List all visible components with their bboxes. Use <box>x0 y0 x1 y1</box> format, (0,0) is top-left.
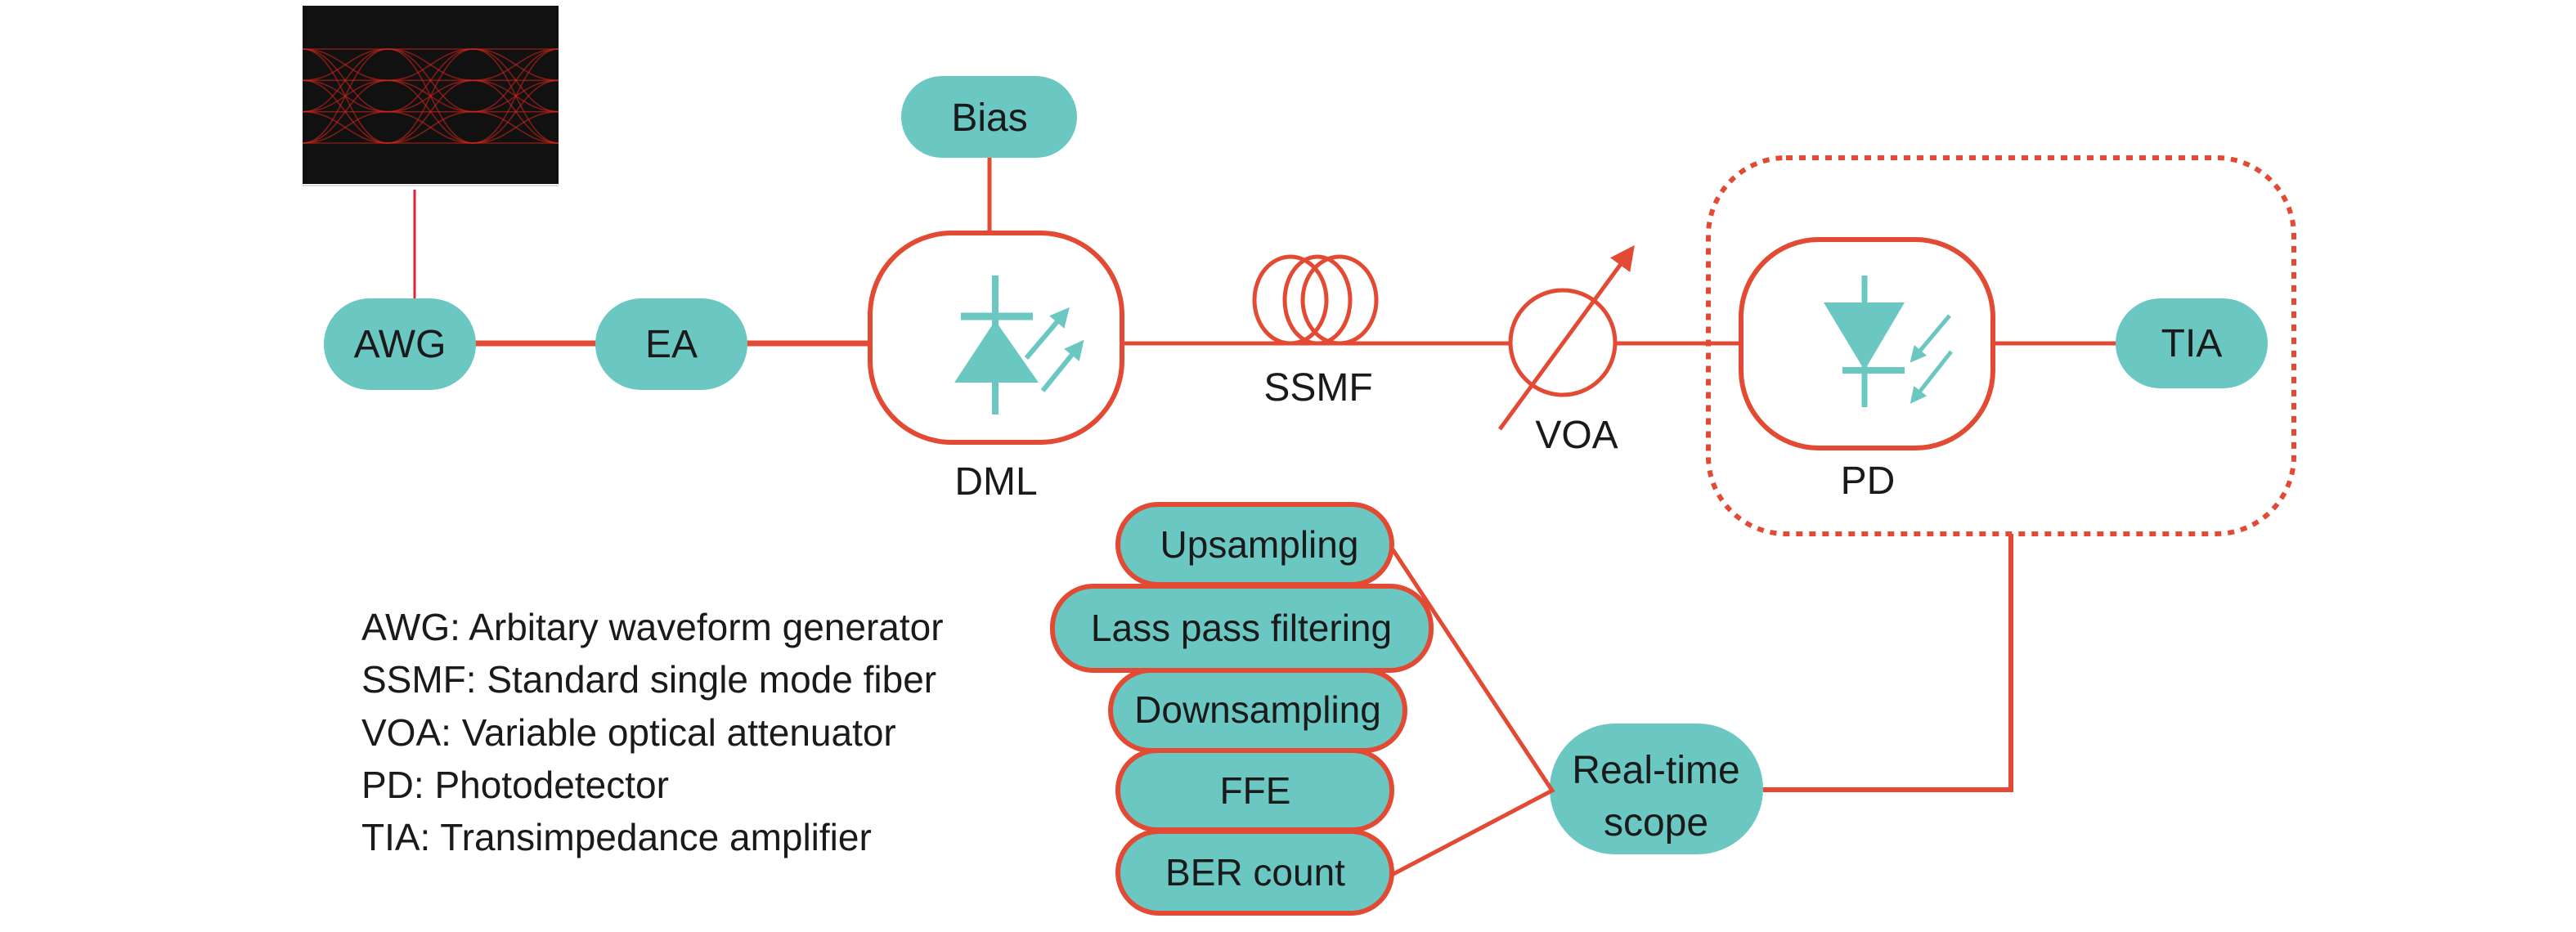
eye-trace <box>302 48 388 82</box>
eye-trace <box>388 79 473 144</box>
bias-node[interactable]: Bias <box>901 76 1077 158</box>
eye-trace <box>388 48 473 82</box>
dsp-step-label: BER count <box>1165 851 1345 894</box>
photodiode-icon <box>1824 276 1953 407</box>
awg-node[interactable]: AWG <box>324 298 476 390</box>
ssmf-label: SSMF <box>1263 366 1372 410</box>
wire-receiver-scope <box>1763 534 2013 792</box>
dsp-step-ffe[interactable]: FFE <box>1115 748 1394 832</box>
bias-label: Bias <box>951 96 1027 140</box>
dsp-step-label: Lass pass filtering <box>1091 607 1392 649</box>
pd-component[interactable]: PD <box>1739 237 1995 503</box>
pd-label: PD <box>1841 459 1896 503</box>
legend-item: AWG: Arbitary waveform generator <box>361 606 944 648</box>
voa-label: VOA <box>1535 414 1618 457</box>
variable-arrow-icon <box>1497 244 1635 431</box>
dsp-step-label: FFE <box>1220 769 1291 812</box>
eye-trace <box>473 110 559 144</box>
scope-label-line1: Real-time <box>1572 749 1739 792</box>
eye-trace <box>473 79 559 144</box>
dsp-step-upsampling[interactable]: Upsampling <box>1115 502 1394 587</box>
eye-diagram-traces <box>302 48 559 144</box>
tia-label: TIA <box>2161 322 2223 365</box>
dsp-step-downsampling[interactable]: Downsampling <box>1108 668 1407 753</box>
eye-trace <box>302 110 388 144</box>
real-time-scope-node[interactable]: Real-time scope <box>1550 724 1763 854</box>
eye-trace <box>473 48 559 144</box>
eye-trace <box>302 79 388 144</box>
legend-item: PD: Photodetector <box>361 764 669 806</box>
dsp-step-label: Upsampling <box>1160 523 1359 566</box>
voa-component[interactable]: VOA <box>1497 244 1635 457</box>
awg-label: AWG <box>354 323 447 366</box>
abbreviation-legend: AWG: Arbitary waveform generator SSMF: S… <box>361 606 944 858</box>
legend-item: TIA: Transimpedance amplifier <box>361 816 872 858</box>
legend-item: SSMF: Standard single mode fiber <box>361 658 936 701</box>
eye-trace <box>302 48 388 113</box>
attenuator-icon <box>1508 288 1618 397</box>
ssmf-component[interactable]: SSMF <box>1252 254 1379 410</box>
eye-trace <box>388 110 473 144</box>
legend-item: VOA: Variable optical attenuator <box>361 711 896 754</box>
dsp-stack: Upsampling Lass pass filtering Downsampl… <box>1050 502 1434 916</box>
eye-trace <box>473 48 559 82</box>
ea-node[interactable]: EA <box>595 298 747 390</box>
eye-trace <box>388 48 473 113</box>
tia-node[interactable]: TIA <box>2116 298 2268 388</box>
eye-trace <box>302 48 388 144</box>
dsp-step-ber-count[interactable]: BER count <box>1115 829 1394 916</box>
dml-component[interactable]: DML <box>868 231 1124 504</box>
dml-label: DML <box>954 460 1037 504</box>
laser-diode-icon <box>954 276 1084 414</box>
receiver-group-boundary <box>1706 155 2296 536</box>
fiber-coil-icon <box>1252 254 1379 346</box>
eye-trace <box>473 48 559 113</box>
dsp-step-filtering[interactable]: Lass pass filtering <box>1050 584 1434 673</box>
dsp-step-label: Downsampling <box>1134 688 1381 731</box>
dsp-bracket-connector <box>1390 548 1555 877</box>
eye-trace <box>388 48 473 144</box>
ea-label: EA <box>645 323 698 366</box>
scope-label-line2: scope <box>1604 801 1708 845</box>
eye-diagram <box>302 6 559 186</box>
